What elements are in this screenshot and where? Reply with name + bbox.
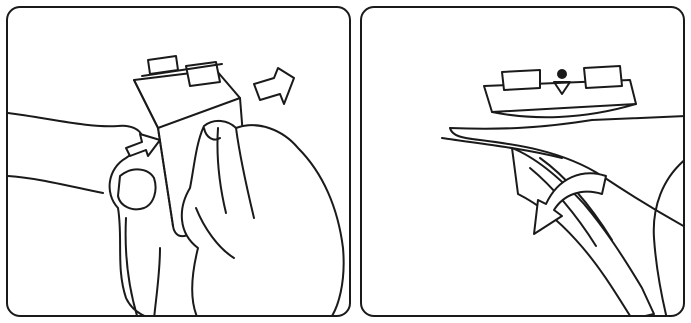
press-inward-arrow-right bbox=[254, 68, 294, 104]
press-inward-arrow-left bbox=[126, 134, 160, 156]
right-hand bbox=[182, 121, 344, 317]
clip-top-tab-right bbox=[584, 66, 622, 88]
step-1-illustration-panel bbox=[6, 6, 351, 317]
hands-pressing-clip-illustration bbox=[8, 8, 351, 317]
step-2-illustration-panel bbox=[360, 6, 685, 317]
clip-unhooking-illustration bbox=[362, 8, 685, 317]
left-thumb bbox=[118, 169, 156, 209]
clip-screw-icon bbox=[557, 69, 567, 79]
clip-top-tab-left bbox=[502, 70, 540, 90]
